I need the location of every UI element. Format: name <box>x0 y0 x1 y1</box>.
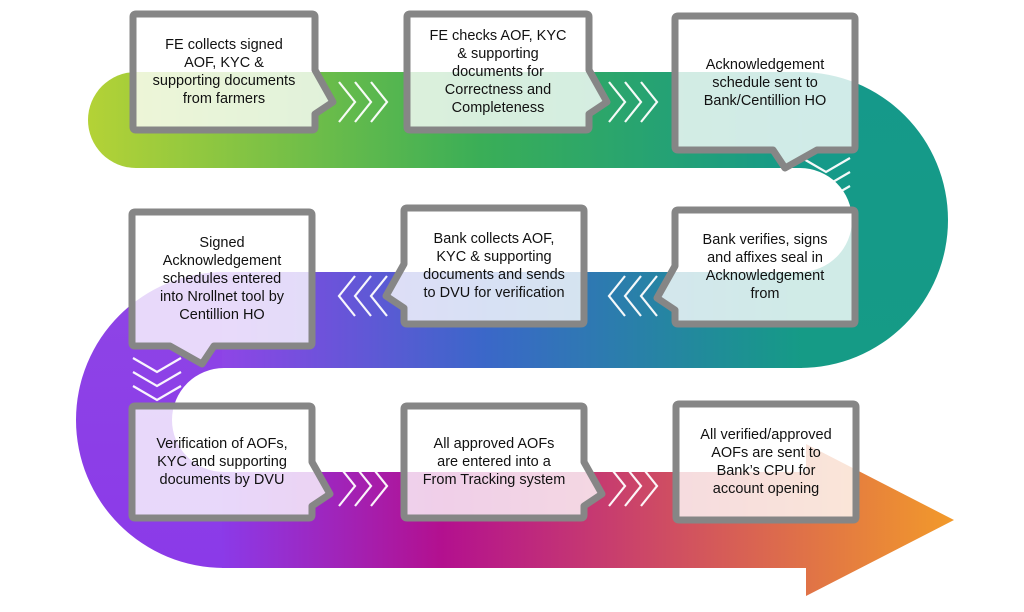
chevron-right-icon <box>354 465 373 507</box>
step-3-box <box>671 12 859 172</box>
chevron-right-icon <box>624 81 643 123</box>
chevron-right-icon <box>640 81 659 123</box>
step-4-box <box>653 206 859 328</box>
chevron-left-icon <box>623 275 642 317</box>
step-7-text: Verification of AOFs, KYC and supporting… <box>156 436 288 488</box>
chevron-right-icon <box>370 81 389 123</box>
chevron-left-icon <box>337 275 356 317</box>
step-5-text: Bank collects AOF, KYC & supporting docu… <box>423 231 565 301</box>
step-2-box <box>403 10 611 134</box>
step-4-text: Bank verifies, signs and affixes seal in… <box>702 232 828 302</box>
chevron-down-icon <box>132 357 182 374</box>
chevron-right-icon <box>370 465 389 507</box>
chevron-down-icon <box>801 171 851 188</box>
step-9-box <box>672 400 860 524</box>
chevron-down-icon <box>801 157 851 174</box>
chevron-right-icon <box>354 81 373 123</box>
chevron-right-icon <box>338 465 357 507</box>
step-1-text: FE collects signed AOF, KYC & supporting… <box>152 37 296 107</box>
step-7-box <box>128 402 334 522</box>
chevron-down-icon <box>801 185 851 202</box>
step-8-text: All approved AOFs are entered into a Fro… <box>422 436 566 488</box>
chevron-right-icon <box>608 81 627 123</box>
chevron-right-icon <box>640 465 659 507</box>
chevron-down-icon <box>132 385 182 402</box>
chevron-left-icon <box>639 275 658 317</box>
step-1-box <box>129 10 337 134</box>
chevron-right-icon <box>624 465 643 507</box>
step-box-layer <box>128 10 860 524</box>
step-3-text: Acknowledgement schedule sent to Bank/Ce… <box>703 57 827 109</box>
chevron-left-icon <box>607 275 626 317</box>
step-8-box <box>400 402 606 522</box>
chevron-left-icon <box>369 275 388 317</box>
step-6-box <box>128 208 316 368</box>
chevron-left-icon <box>353 275 372 317</box>
chevron-right-icon <box>338 81 357 123</box>
chevron-group <box>132 81 851 507</box>
step-6-text: Signed Acknowledgement schedules entered… <box>159 235 285 323</box>
step-5-box <box>382 204 588 328</box>
chevron-down-icon <box>132 371 182 388</box>
step-2-text: FE checks AOF, KYC & supporting document… <box>429 28 567 116</box>
step-9-text: All verified/approved AOFs are sent to B… <box>700 427 832 497</box>
chevron-right-icon <box>608 465 627 507</box>
